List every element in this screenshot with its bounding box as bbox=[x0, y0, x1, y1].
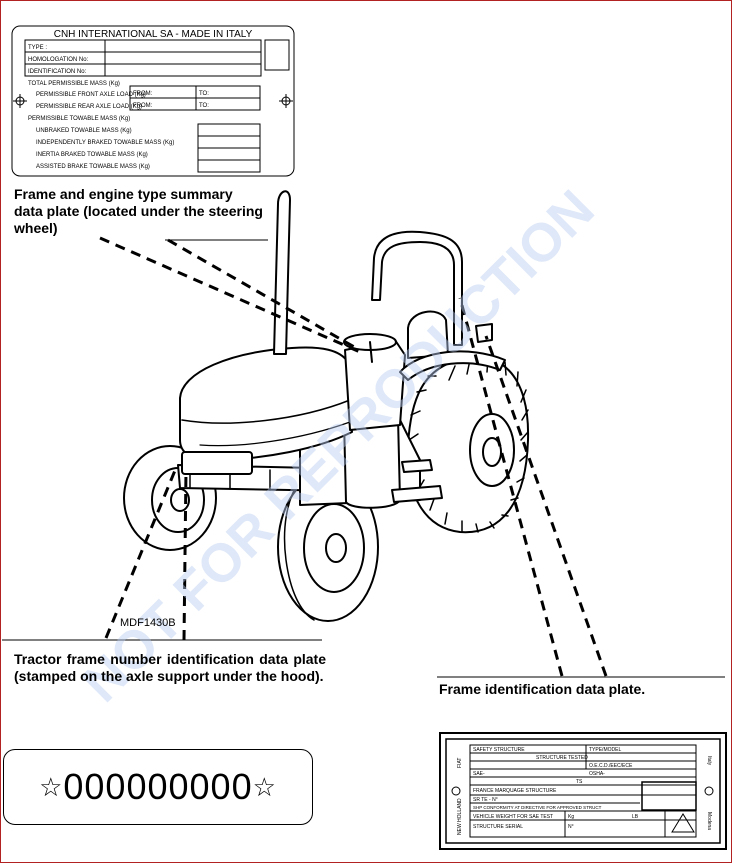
frame-serial-plate: ☆ 000000000 ☆ bbox=[3, 749, 313, 825]
summary-data-plate: CNH INTERNATIONAL SA - MADE IN ITALY TYP… bbox=[11, 25, 295, 177]
independent-label: INDEPENDENTLY BRAKED TOWABLE MASS (Kg) bbox=[36, 140, 174, 146]
kg-label: Kg bbox=[568, 814, 574, 820]
conformity-label: SHP CONFORMITY AT DIRECTIVE FOR APPROVED… bbox=[473, 805, 602, 810]
leader-summary-2 bbox=[167, 238, 357, 350]
rear-fender bbox=[399, 350, 506, 381]
ts-label: TS bbox=[576, 779, 583, 785]
leader-frame-number-1 bbox=[104, 467, 178, 639]
figure-code: MDF1430B bbox=[120, 617, 176, 629]
frame-serial-number: 000000000 bbox=[63, 766, 253, 807]
star-left-icon: ☆ bbox=[39, 771, 64, 802]
to-label-rear: TO: bbox=[199, 103, 209, 109]
exhaust-pipe bbox=[273, 190, 291, 355]
structure-data-plate: FIAT NEW HOLLAND Italy Modena SAFETY STR… bbox=[439, 732, 727, 850]
type-label: TYPE : bbox=[28, 45, 47, 51]
lb-label: LB bbox=[632, 814, 639, 820]
seat bbox=[407, 310, 449, 359]
assisted-label: ASSISTED BRAKE TOWABLE MASS (Kg) bbox=[36, 164, 150, 170]
plate-side-modena: Modena bbox=[706, 812, 712, 830]
homologation-label: HOMOLOGATION No: bbox=[28, 57, 89, 63]
tractor-illustration bbox=[123, 190, 530, 622]
leader-lines bbox=[99, 236, 608, 677]
tested-value-label: O.E.C.D./EEC/ECE bbox=[589, 763, 633, 769]
plate-side-italy: Italy bbox=[706, 756, 712, 766]
unbraked-label: UNBRAKED TOWABLE MASS (Kg) bbox=[36, 128, 132, 134]
france-label: FRANCE MARQUAGE STRUCTURE bbox=[473, 788, 557, 794]
structure-serial-label: STRUCTURE SERIAL bbox=[473, 824, 523, 830]
from-label-front: FROM: bbox=[133, 91, 153, 97]
type-model-label: TYPE/MODEL bbox=[589, 747, 621, 753]
summary-plate-caption: Frame and engine type summary data plate… bbox=[14, 186, 263, 236]
safety-structure-label: SAFETY STRUCTURE bbox=[473, 747, 525, 753]
structure-tested-label: STRUCTURE TESTED bbox=[536, 755, 588, 761]
star-right-icon: ☆ bbox=[252, 771, 277, 802]
frame-number-caption: Tractor frame number identification data… bbox=[14, 651, 326, 684]
from-label-rear: FROM: bbox=[133, 103, 153, 109]
towable-label: PERMISSIBLE TOWABLE MASS (Kg) bbox=[28, 116, 130, 122]
identification-label: IDENTIFICATION No: bbox=[28, 69, 87, 75]
leader-frame-number-2 bbox=[182, 469, 188, 641]
summary-plate-header: CNH INTERNATIONAL SA - MADE IN ITALY bbox=[54, 29, 253, 40]
osha-label: OSHA- bbox=[589, 771, 605, 777]
front-right-wheel bbox=[277, 472, 379, 622]
leader-frame-id-2 bbox=[484, 335, 608, 677]
plate-side-new-holland: NEW HOLLAND bbox=[457, 798, 463, 835]
leader-frame-id-1 bbox=[458, 297, 564, 677]
front-axle-label: PERMISSIBLE FRONT AXLE LOAD (Kg) bbox=[36, 92, 146, 98]
rops-frame bbox=[371, 230, 463, 346]
frame-id-caption: Frame identification data plate. bbox=[439, 681, 646, 697]
leader-summary-1 bbox=[99, 236, 361, 354]
rear-axle-label: PERMISSIBLE REAR AXLE LOAD (Kg) bbox=[36, 104, 142, 110]
total-mass-label: TOTAL PERMISSIBLE MASS (Kg) bbox=[28, 81, 120, 87]
sae-label: SAE- bbox=[473, 771, 485, 777]
to-label-front: TO: bbox=[199, 91, 209, 97]
serial-no-label: N° bbox=[568, 824, 574, 830]
radiator-grille bbox=[181, 451, 253, 475]
inertia-label: INERTIA BRAKED TOWABLE MASS (Kg) bbox=[36, 152, 148, 158]
plate-side-fiat: FIAT bbox=[457, 758, 463, 768]
sr-label: SR TE - N° bbox=[473, 797, 498, 803]
vehicle-weight-label: VEHICLE WEIGHT FOR SAE TEST bbox=[473, 814, 553, 820]
